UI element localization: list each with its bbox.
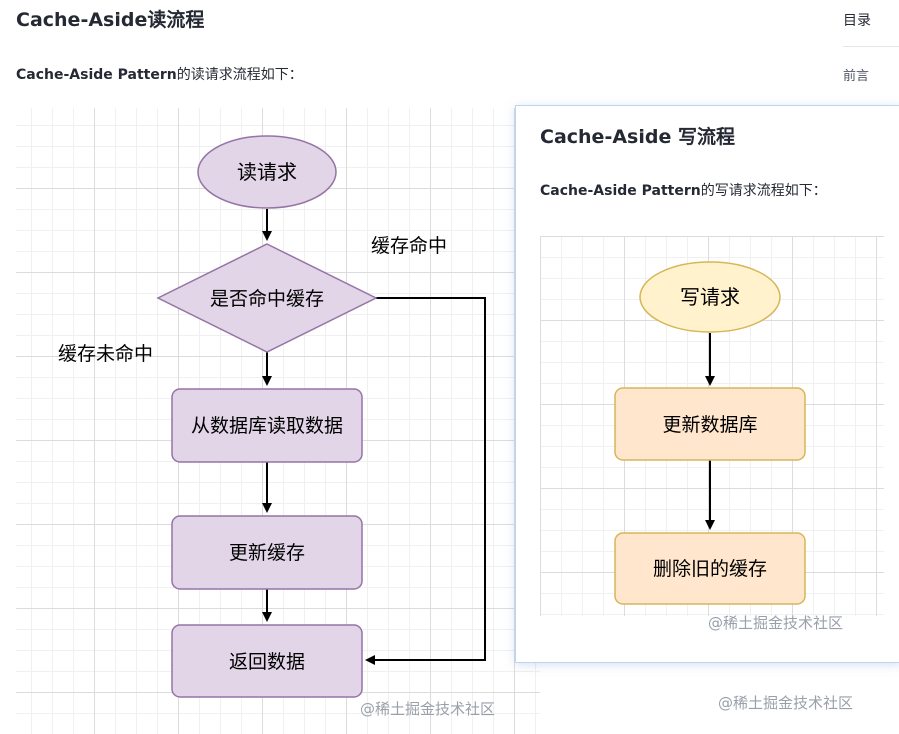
update-db-node — [614, 387, 806, 461]
write-intro-text: 的写请求流程如下： — [700, 183, 827, 199]
read-intro-pattern: Cache-Aside Pattern — [16, 67, 177, 83]
update-cache-label: 更新缓存 — [229, 542, 305, 564]
read-intro-text: 的读请求流程如下： — [176, 67, 303, 83]
write-start-label: 写请求 — [680, 285, 740, 309]
write-start-node — [639, 261, 781, 333]
return-data-label: 返回数据 — [229, 651, 305, 673]
delete-cache-label: 删除旧的缓存 — [653, 558, 767, 580]
cache-miss-label: 缓存未命中 — [58, 343, 153, 365]
read-start-label: 读请求 — [237, 160, 297, 184]
write-intro-pattern: Cache-Aside Pattern — [540, 183, 701, 199]
read-db-node — [171, 388, 363, 463]
write-flow-popup: Cache-Aside 写流程 Cache-Aside Pattern的写请求流… — [515, 105, 899, 663]
toc-divider — [843, 46, 899, 47]
read-start-node — [197, 135, 337, 209]
delete-cache-node — [614, 532, 806, 605]
decision-label: 是否命中缓存 — [210, 288, 324, 310]
read-intro: Cache-Aside Pattern的读请求流程如下： — [16, 64, 303, 84]
return-data-node — [171, 624, 363, 698]
article-content: Cache-Aside读流程 Cache-Aside Pattern的读请求流程… — [16, 9, 540, 734]
edge-hit-path — [365, 297, 486, 665]
toc-item-preface[interactable]: 前言 — [843, 69, 870, 84]
read-flowchart: 读请求 是否命中缓存 缓存命中 缓存未命中 从数据库读取数据 更新缓存 返回数据… — [16, 108, 540, 734]
write-watermark: @稀土掘金技术社区 — [708, 614, 844, 632]
section-heading-write: Cache-Aside 写流程 — [540, 126, 735, 148]
section-heading-read: Cache-Aside读流程 — [16, 9, 205, 31]
read-db-label: 从数据库读取数据 — [191, 415, 343, 437]
decision-node — [156, 243, 378, 353]
read-watermark: @稀土掘金技术社区 — [360, 700, 496, 718]
write-flowchart: 写请求 更新数据库 删除旧的缓存 — [540, 236, 884, 616]
toc-title: 目录 — [843, 13, 871, 29]
update-db-label: 更新数据库 — [662, 414, 757, 436]
update-cache-node — [171, 515, 363, 590]
cache-hit-label: 缓存命中 — [371, 235, 447, 257]
write-intro: Cache-Aside Pattern的写请求流程如下： — [540, 180, 827, 200]
bottom-watermark: @稀土掘金技术社区 — [718, 694, 854, 712]
